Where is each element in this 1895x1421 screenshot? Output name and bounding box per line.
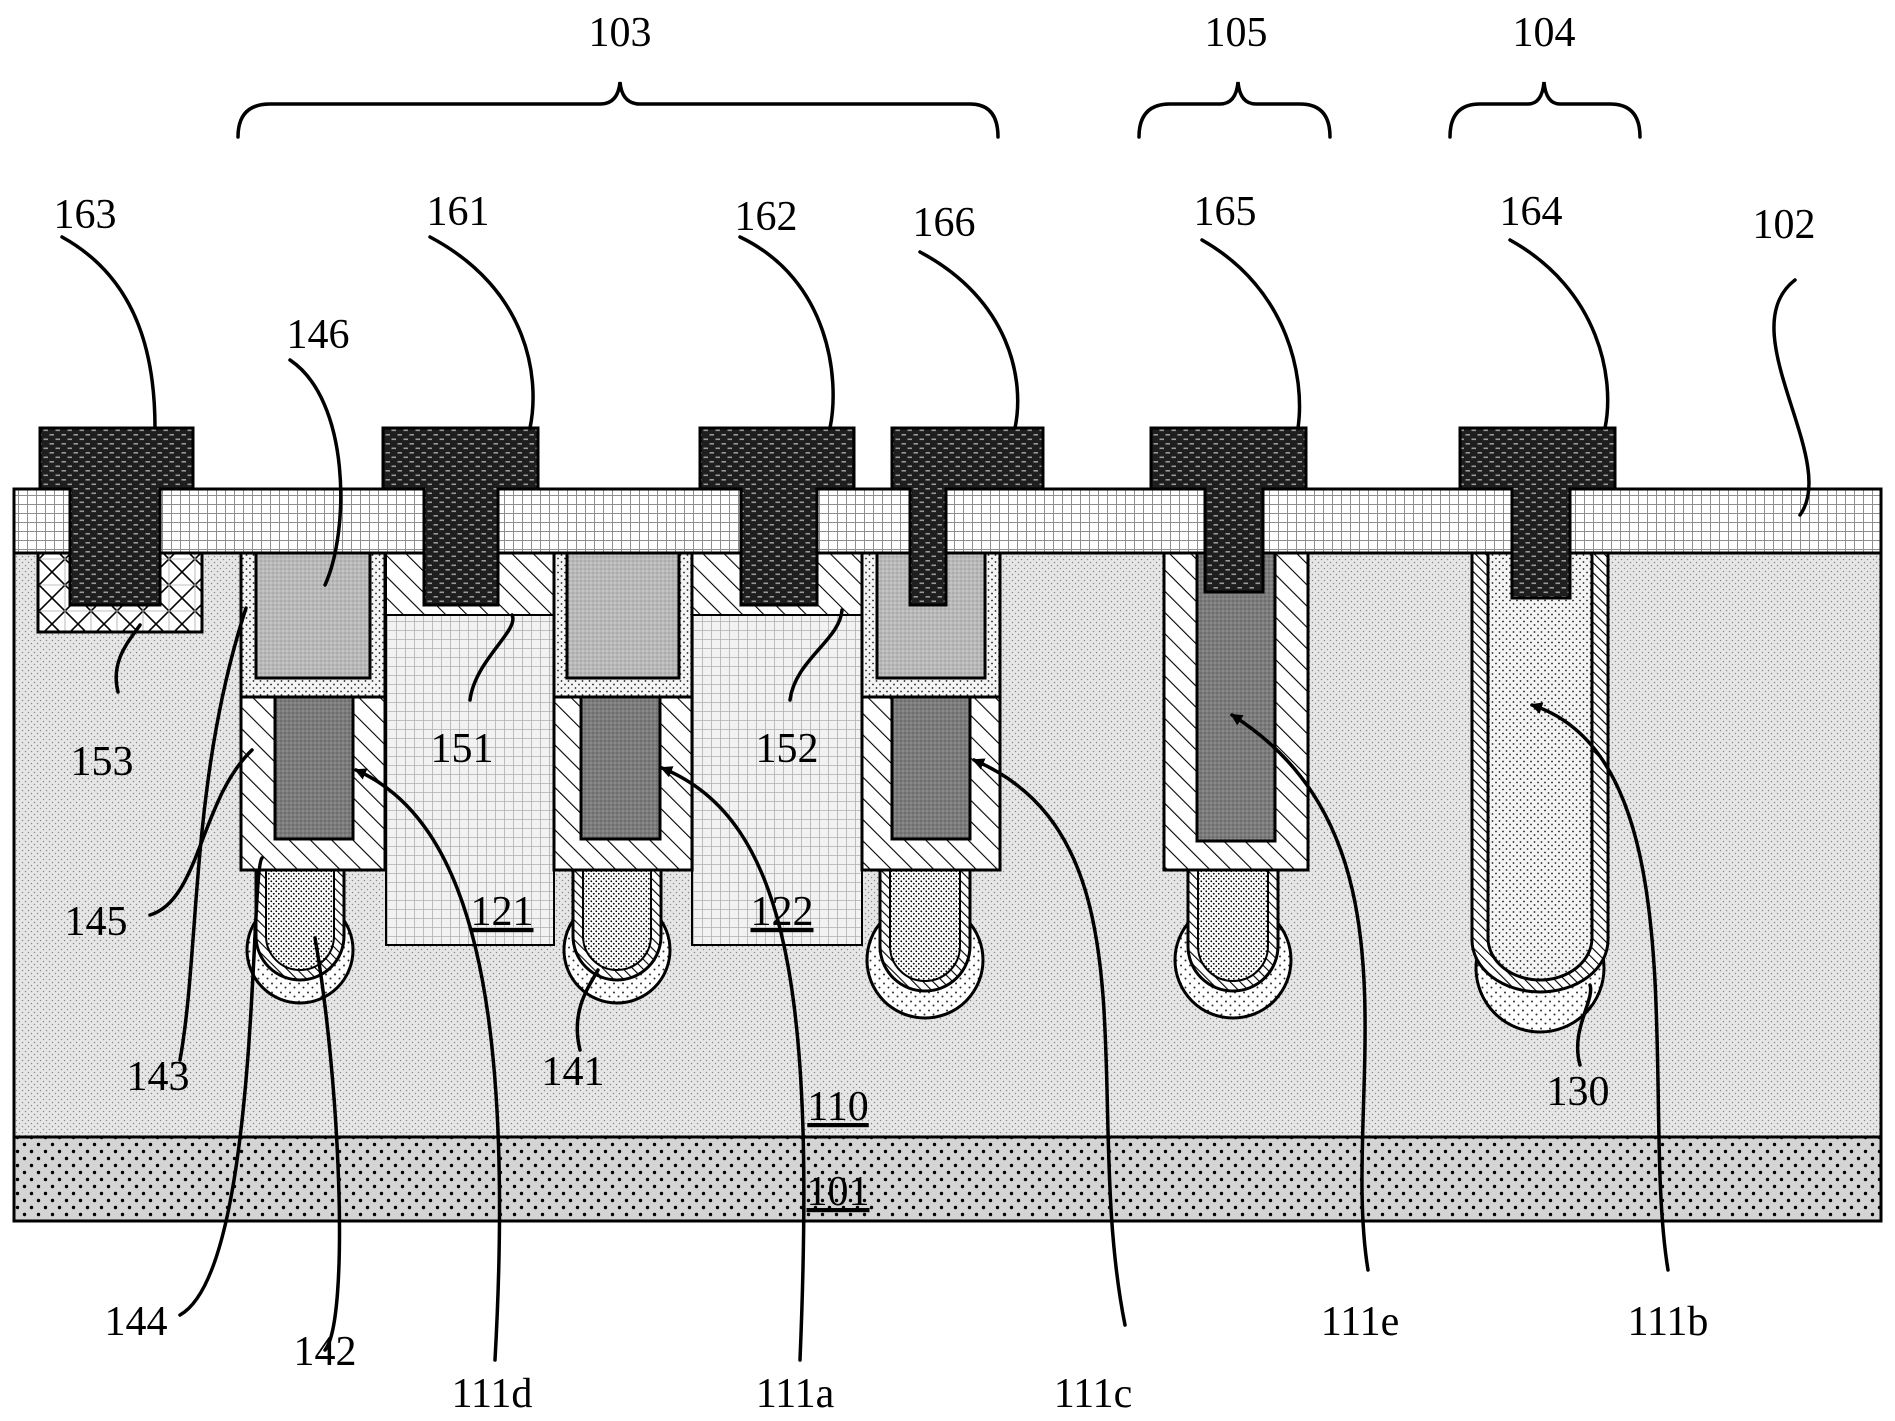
label-145: 145 — [65, 899, 128, 945]
region-label-121: 121 — [471, 889, 534, 935]
leader-142 — [313, 936, 342, 1352]
label-130: 130 — [1547, 1069, 1610, 1115]
leader-144 — [178, 856, 264, 1317]
label-166: 166 — [913, 200, 976, 246]
region-label-110: 110 — [807, 1084, 868, 1130]
arrow-111e — [1230, 713, 1370, 1272]
label-152: 152 — [756, 726, 819, 772]
arrow-111d — [354, 768, 502, 1362]
label-151: 151 — [431, 726, 494, 772]
label-103: 103 — [589, 10, 652, 56]
leader-146 — [288, 358, 343, 587]
label-102: 102 — [1753, 202, 1816, 248]
leader-164 — [1508, 238, 1610, 430]
trench-3 — [860, 551, 1002, 1020]
label-161: 161 — [427, 189, 490, 235]
label-165: 165 — [1194, 189, 1257, 235]
contact-165 — [1149, 426, 1308, 594]
leader-165 — [1200, 238, 1302, 430]
contact-166 — [890, 426, 1045, 607]
label-153: 153 — [71, 739, 134, 785]
brace-104 — [1448, 81, 1642, 139]
label-163: 163 — [54, 192, 117, 238]
label-143: 143 — [127, 1054, 190, 1100]
well-region-121 — [385, 614, 555, 946]
label-162: 162 — [735, 194, 798, 240]
leader-163 — [60, 235, 157, 430]
leader-166 — [918, 250, 1020, 430]
label-164: 164 — [1500, 189, 1563, 235]
leader-151 — [468, 613, 515, 702]
label-111d: 111d — [452, 1371, 533, 1417]
contact-161 — [381, 426, 540, 607]
trench-2 — [552, 551, 694, 1005]
arrow-111a — [660, 766, 806, 1362]
leader-141 — [575, 968, 600, 1052]
brace-105 — [1137, 81, 1332, 139]
label-104: 104 — [1513, 10, 1576, 56]
leader-130 — [1575, 983, 1593, 1067]
contact-162 — [698, 426, 856, 607]
label-141: 141 — [542, 1049, 605, 1095]
contact-163 — [38, 426, 195, 607]
label-105: 105 — [1205, 10, 1268, 56]
label-111a: 111a — [756, 1371, 835, 1417]
arrow-111b — [1530, 702, 1670, 1272]
trench-4 — [1162, 551, 1310, 1020]
leader-102 — [1772, 278, 1811, 517]
region-label-101: 101 — [807, 1169, 870, 1215]
trench-1 — [239, 551, 387, 1005]
leader-152 — [788, 608, 844, 702]
label-111b: 111b — [1628, 1299, 1709, 1345]
leader-143 — [178, 606, 248, 1062]
brace-103 — [236, 81, 1000, 139]
label-111c: 111c — [1054, 1371, 1133, 1417]
label-144: 144 — [105, 1299, 168, 1345]
arrow-111c — [972, 758, 1127, 1327]
leader-161 — [428, 235, 535, 430]
leader-153 — [114, 623, 142, 694]
label-142: 142 — [294, 1329, 357, 1375]
leader-162 — [738, 235, 835, 430]
region-label-122: 122 — [751, 889, 814, 935]
label-146: 146 — [287, 312, 350, 358]
contact-164 — [1458, 426, 1617, 600]
label-111e: 111e — [1321, 1299, 1400, 1345]
substrate-layer — [12, 1135, 1883, 1223]
trench-5 — [1470, 551, 1610, 1034]
